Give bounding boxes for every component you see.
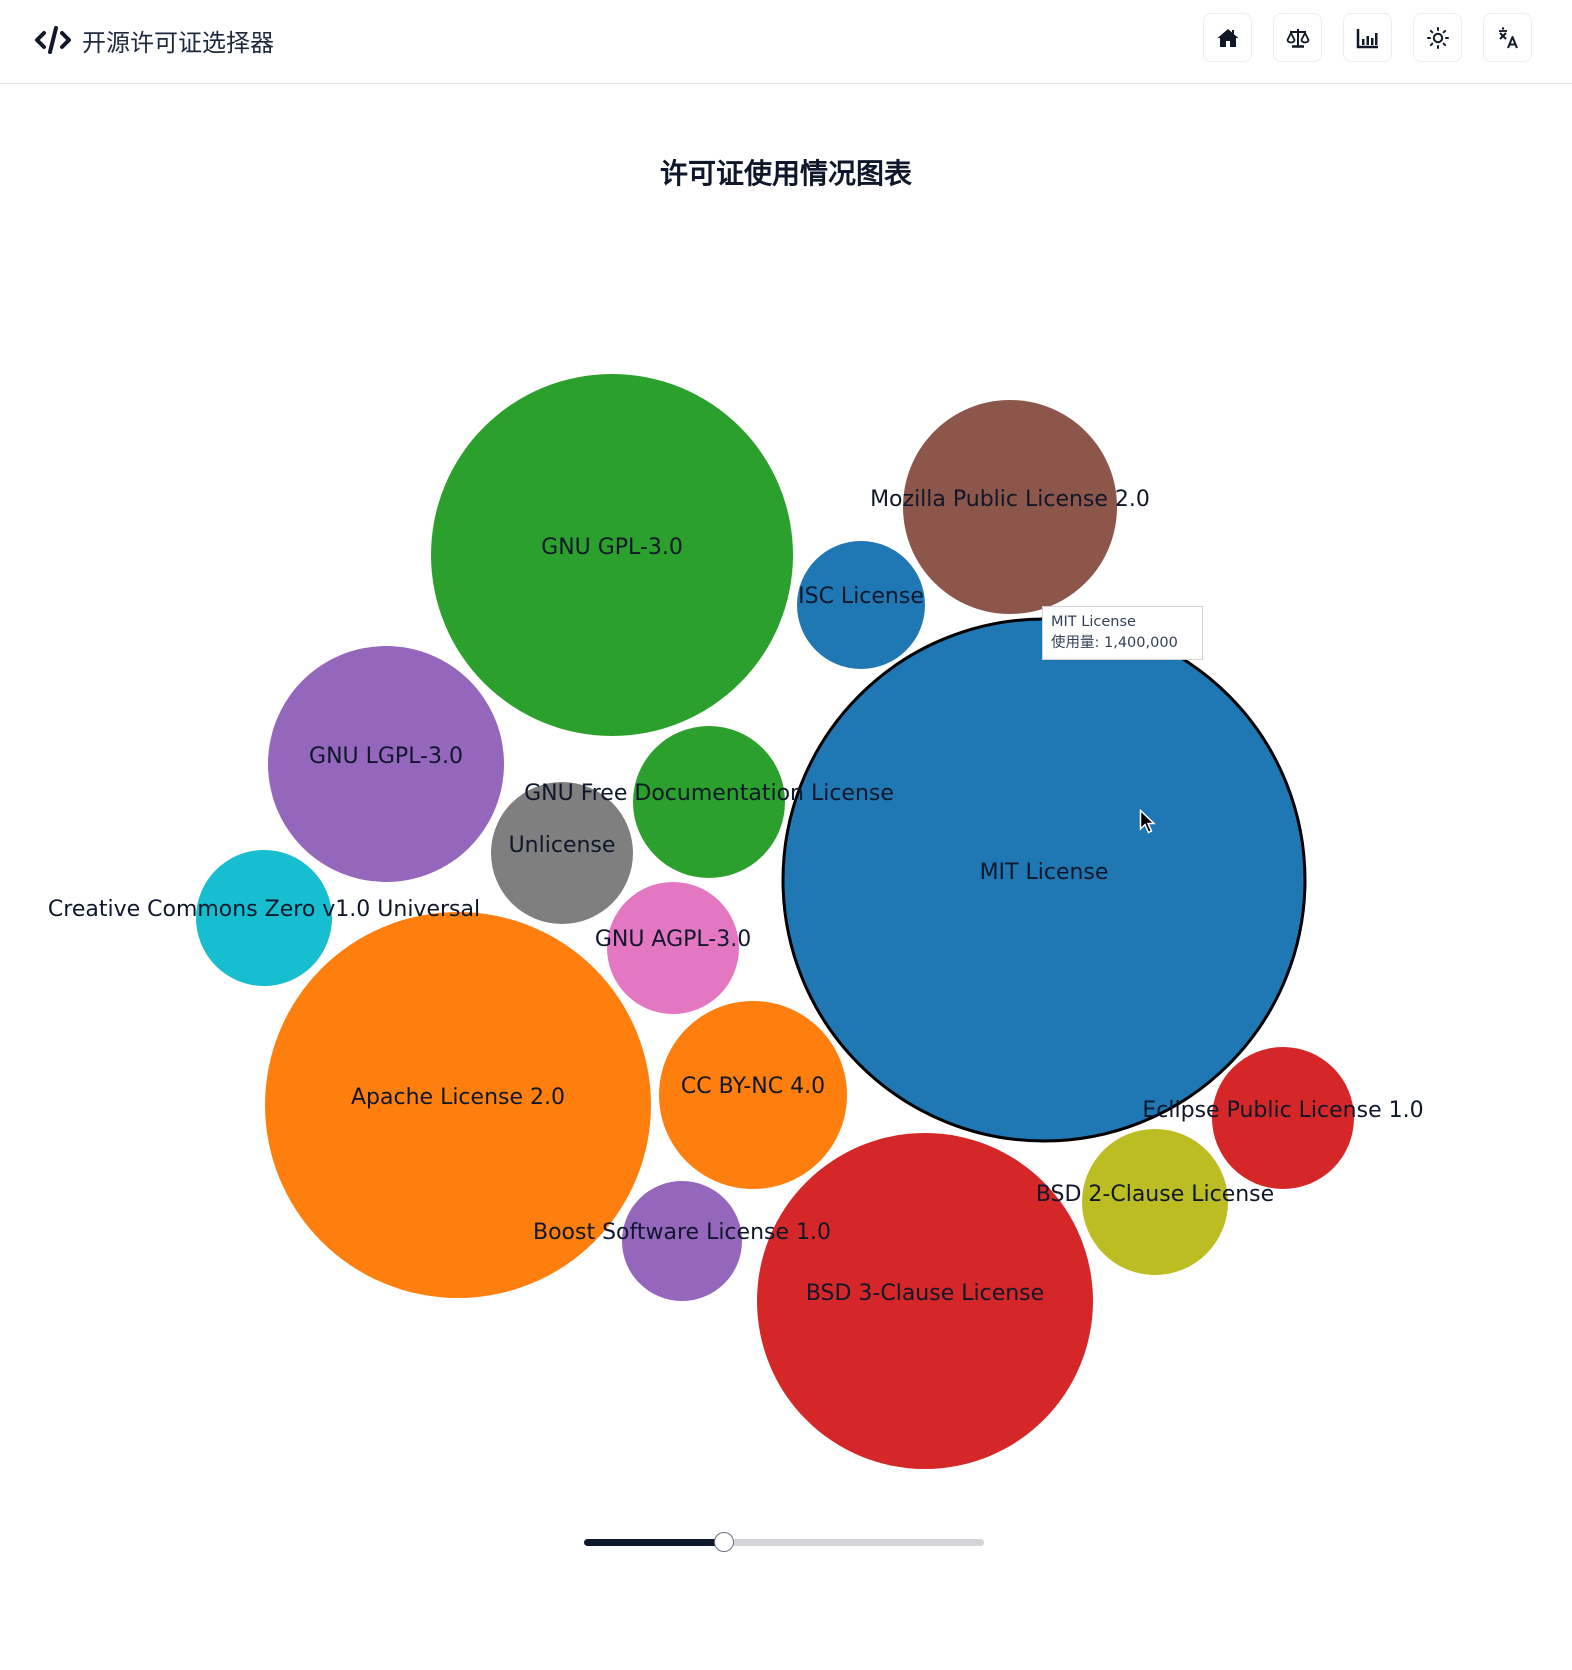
theme-toggle-button[interactable] <box>1413 13 1462 62</box>
bar-chart-icon <box>1356 28 1378 48</box>
bubble-gnu-gpl-3-0[interactable] <box>431 374 793 736</box>
bubble-creative-commons-zero-v1-0-universal[interactable] <box>196 850 332 986</box>
tooltip-value: 使用量: 1,400,000 <box>1051 635 1178 651</box>
bubble-isc-license[interactable] <box>797 541 925 669</box>
bubble-label: Creative Commons Zero v1.0 Universal <box>48 897 480 922</box>
bubble-label: BSD 3-Clause License <box>806 1281 1044 1306</box>
scale-icon <box>1286 28 1309 48</box>
slider-track[interactable] <box>584 1539 984 1546</box>
app-title: 开源许可证选择器 <box>82 28 274 57</box>
bubble-mozilla-public-license-2-0[interactable] <box>903 400 1117 614</box>
bubble-label: Unlicense <box>509 833 616 858</box>
bubble-gnu-lgpl-3-0[interactable] <box>268 646 504 882</box>
bubble-label: Mozilla Public License 2.0 <box>870 487 1150 512</box>
slider-thumb[interactable] <box>714 1532 734 1552</box>
bubble-label: BSD 2-Clause License <box>1036 1182 1274 1207</box>
bubble-gnu-free-documentation-license[interactable] <box>633 726 785 878</box>
home-icon <box>1217 28 1238 47</box>
bubble-cc-by-nc-4-0[interactable] <box>659 1001 847 1189</box>
mouse-cursor-icon <box>1139 809 1156 834</box>
code-icon <box>35 26 71 54</box>
bubble-label: CC BY-NC 4.0 <box>681 1074 825 1099</box>
sun-icon <box>1426 26 1449 49</box>
bubble-label: MIT License <box>980 860 1109 885</box>
chart-title: 许可证使用情况图表 <box>659 157 912 190</box>
top-nav-bar: 开源许可证选择器 <box>0 0 1572 84</box>
bubble-label: Apache License 2.0 <box>351 1085 565 1110</box>
bubble-eclipse-public-license-1-0[interactable] <box>1212 1047 1354 1189</box>
bubble-boost-software-license-1-0[interactable] <box>622 1181 742 1301</box>
bubble-bsd-3-clause-license[interactable] <box>757 1133 1093 1469</box>
translate-icon <box>1498 26 1518 48</box>
bubble-apache-license-2-0[interactable] <box>265 912 651 1298</box>
slider-fill <box>584 1539 724 1546</box>
bubble-gnu-agpl-3-0[interactable] <box>607 882 739 1014</box>
chart-tooltip: MIT License 使用量: 1,400,000 <box>1042 606 1203 660</box>
bubble-label: GNU GPL-3.0 <box>541 535 683 560</box>
bubble-label: Boost Software License 1.0 <box>533 1220 831 1245</box>
chart-button[interactable] <box>1343 13 1392 62</box>
bubble-label: GNU AGPL-3.0 <box>595 927 751 952</box>
bubble-label: GNU Free Documentation License <box>524 781 894 806</box>
bubble-label: ISC License <box>798 584 924 609</box>
tooltip-title: MIT License <box>1051 614 1136 630</box>
home-button[interactable] <box>1203 13 1252 62</box>
bubble-unlicense[interactable] <box>491 782 633 924</box>
language-button[interactable] <box>1483 13 1532 62</box>
bubble-label: Eclipse Public License 1.0 <box>1142 1098 1423 1123</box>
zoom-slider[interactable] <box>584 1532 984 1552</box>
compare-button[interactable] <box>1273 13 1322 62</box>
brand[interactable]: 开源许可证选择器 <box>34 20 274 60</box>
bubble-label: GNU LGPL-3.0 <box>309 744 463 769</box>
bubble-bsd-2-clause-license[interactable] <box>1082 1129 1228 1275</box>
